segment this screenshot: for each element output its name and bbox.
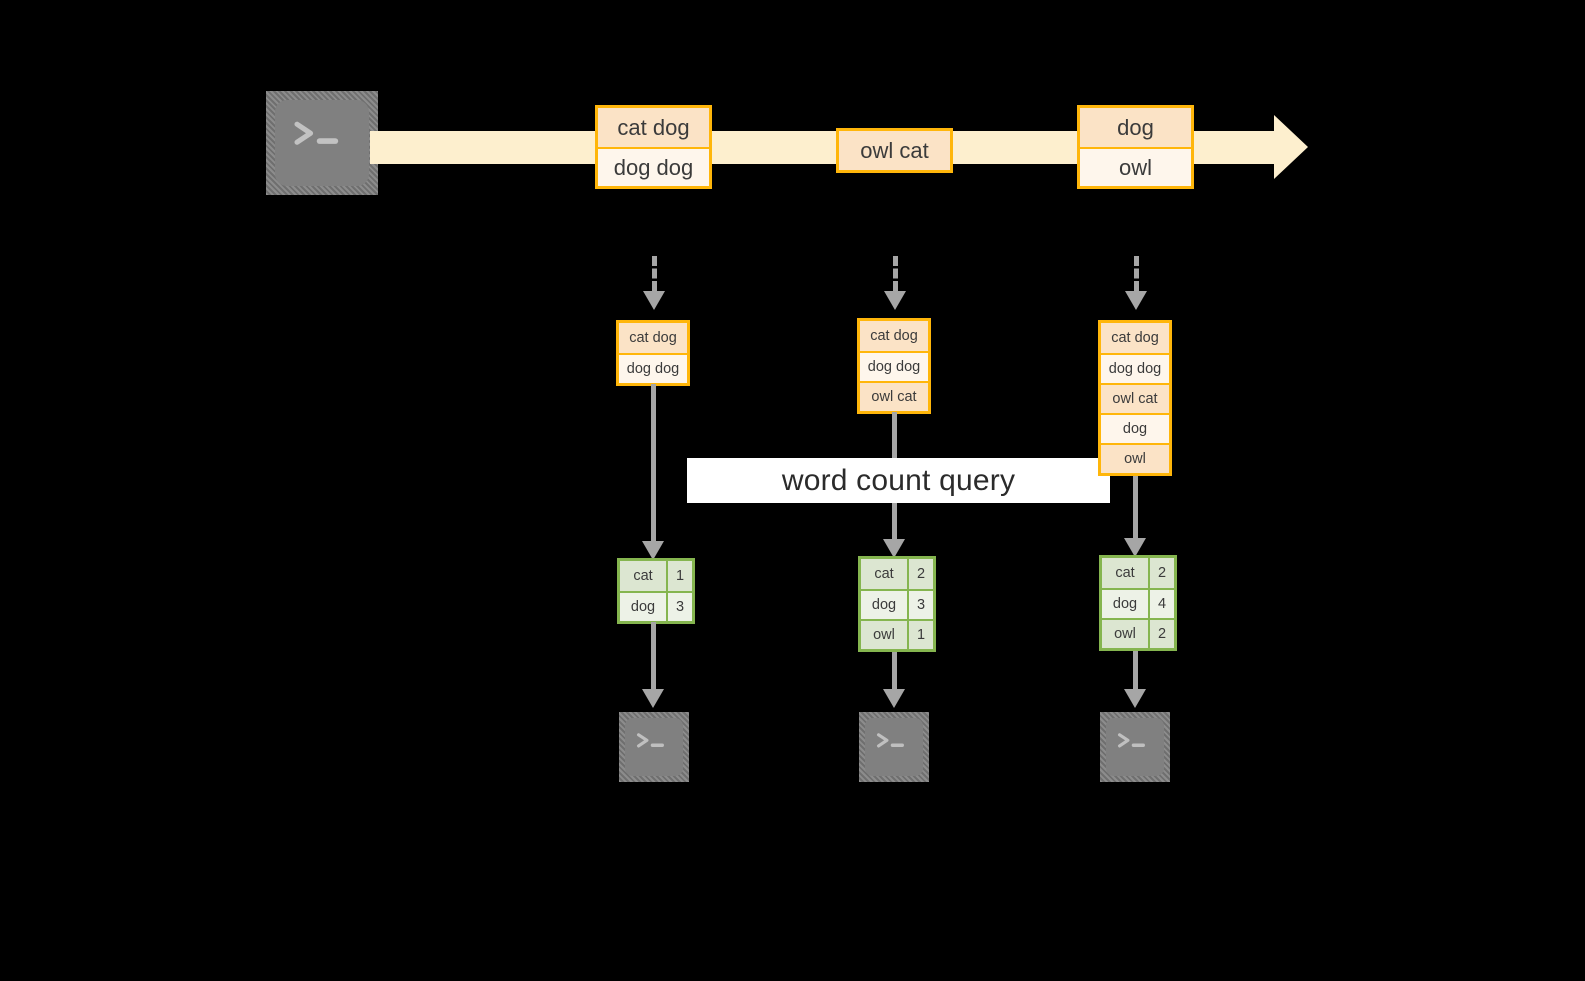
snapshot-record: dog dog (619, 353, 687, 383)
arrow-head-icon (884, 291, 906, 310)
stream-arrow-head (1274, 115, 1308, 179)
snapshot-1-input-stack: cat dog dog dog (616, 320, 690, 386)
result-count: 4 (1148, 590, 1174, 618)
result-word: dog (620, 593, 666, 621)
terminal-prompt-icon (294, 121, 339, 145)
arrow-head-icon (642, 541, 664, 560)
result-3-to-sink-connector (1133, 651, 1138, 698)
stream-record-group-1: cat dog dog dog (595, 105, 712, 189)
snapshot-record: cat dog (619, 323, 687, 353)
stream-record: owl cat (839, 131, 950, 170)
result-2-to-sink-connector (892, 652, 897, 698)
table-row: dog 3 (861, 589, 933, 619)
terminal-screen (625, 718, 683, 776)
snapshot-record: owl cat (860, 381, 928, 411)
result-count: 2 (1148, 558, 1174, 588)
arrow-head-icon (643, 291, 665, 310)
result-table-1: cat 1 dog 3 (617, 558, 695, 624)
stream-record-group-3: dog owl (1077, 105, 1194, 189)
snapshot-record: owl (1101, 443, 1169, 473)
terminal-icon (266, 91, 378, 195)
arrow-head-icon (642, 689, 664, 708)
stream-to-snapshot-connector (1134, 256, 1139, 291)
result-word: owl (1102, 620, 1148, 648)
result-word: cat (861, 559, 907, 589)
terminal-icon (619, 712, 689, 782)
table-row: dog 3 (620, 591, 692, 621)
result-word: dog (861, 591, 907, 619)
stream-record-group-2: owl cat (836, 128, 953, 173)
snapshot-record: dog (1101, 413, 1169, 443)
result-count: 1 (666, 561, 692, 591)
word-count-query-label: word count query (687, 458, 1110, 503)
snapshot-record: dog dog (860, 351, 928, 381)
terminal-prompt-icon (877, 733, 905, 748)
arrow-head-icon (883, 689, 905, 708)
terminal-icon (1100, 712, 1170, 782)
result-word: dog (1102, 590, 1148, 618)
stream-record: owl (1080, 147, 1191, 186)
stream-to-snapshot-connector (652, 256, 657, 291)
snapshot-2-input-stack: cat dog dog dog owl cat (857, 318, 931, 414)
arrow-head-icon (883, 539, 905, 558)
arrow-head-icon (1124, 689, 1146, 708)
result-count: 3 (907, 591, 933, 619)
snapshot-record: owl cat (1101, 383, 1169, 413)
result-word: cat (1102, 558, 1148, 588)
table-row: cat 1 (620, 561, 692, 591)
table-row: dog 4 (1102, 588, 1174, 618)
table-row: owl 1 (861, 619, 933, 649)
result-count: 2 (1148, 620, 1174, 648)
terminal-screen (865, 718, 923, 776)
snapshot-3-to-result-connector (1133, 474, 1138, 552)
snapshot-1-to-result-connector (651, 384, 656, 554)
arrow-head-icon (1124, 538, 1146, 557)
terminal-screen (1106, 718, 1164, 776)
result-count: 2 (907, 559, 933, 589)
terminal-screen (275, 100, 369, 186)
table-row: owl 2 (1102, 618, 1174, 648)
snapshot-record: dog dog (1101, 353, 1169, 383)
result-table-3: cat 2 dog 4 owl 2 (1099, 555, 1177, 651)
table-row: cat 2 (1102, 558, 1174, 588)
stream-record: cat dog (598, 108, 709, 147)
arrow-head-icon (1125, 291, 1147, 310)
result-word: cat (620, 561, 666, 591)
result-word: owl (861, 621, 907, 649)
snapshot-record: cat dog (860, 321, 928, 351)
stream-record: dog dog (598, 147, 709, 186)
snapshot-3-input-stack-overlay: cat dog dog dog owl cat dog owl (1098, 320, 1172, 476)
table-row: cat 2 (861, 559, 933, 589)
result-count: 3 (666, 593, 692, 621)
result-table-2: cat 2 dog 3 owl 1 (858, 556, 936, 652)
result-1-to-sink-connector (651, 622, 656, 698)
word-count-query-label-text: word count query (781, 463, 1016, 497)
terminal-icon (859, 712, 929, 782)
terminal-prompt-icon (637, 733, 665, 748)
stream-record: dog (1080, 108, 1191, 147)
result-count: 1 (907, 621, 933, 649)
terminal-prompt-icon (1118, 733, 1146, 748)
stream-to-snapshot-connector (893, 256, 898, 291)
snapshot-record: cat dog (1101, 323, 1169, 353)
